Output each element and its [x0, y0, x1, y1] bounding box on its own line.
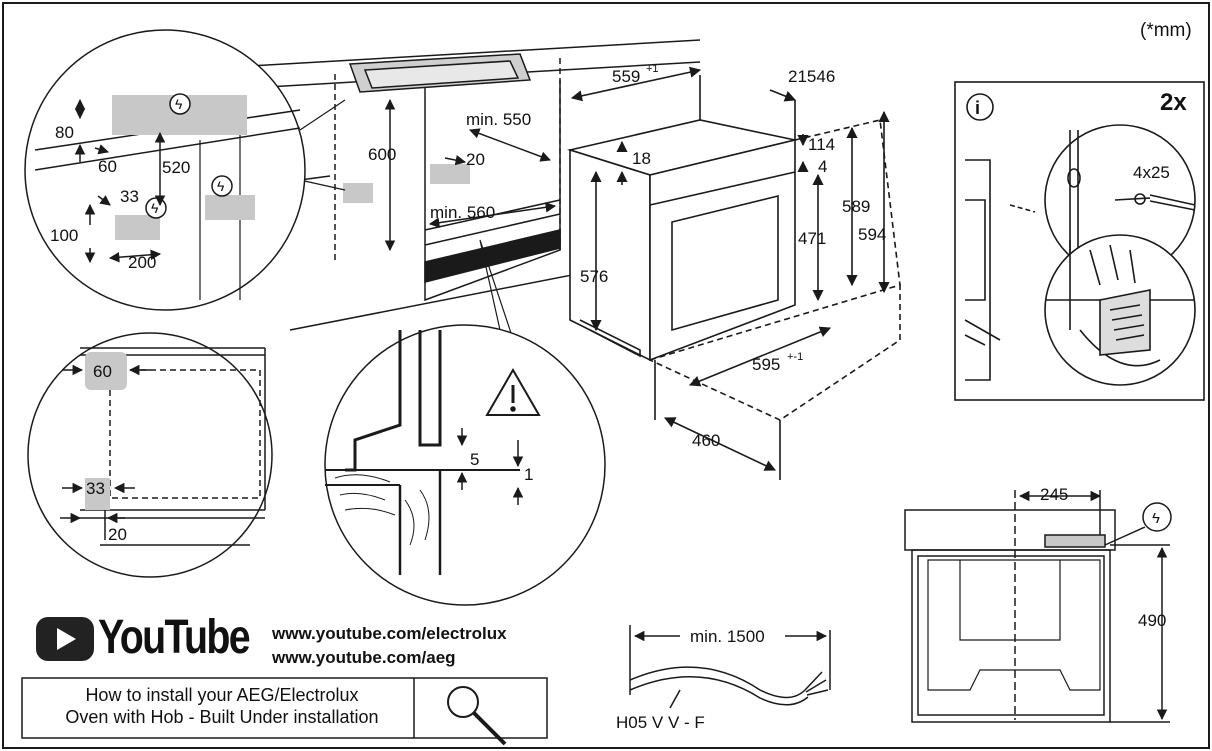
dim-zoom-33: 33 [86, 479, 105, 498]
dim-460: 460 [692, 431, 720, 450]
dim-33: 33 [120, 187, 139, 206]
video-caption-line1: How to install your AEG/Electrolux [85, 685, 359, 705]
dim-gap-1: 1 [524, 465, 533, 484]
dim-114: 114 [808, 135, 835, 154]
dim-80: 80 [55, 123, 74, 142]
dim-520: 520 [162, 158, 190, 177]
cable [629, 625, 831, 709]
cabinet-scene [249, 39, 701, 361]
video-caption-line2: Oven with Hob - Built Under installation [65, 707, 379, 727]
top-left-detail [24, 29, 306, 311]
gap-detail [324, 324, 606, 606]
dim-18: 18 [632, 149, 651, 168]
dim-576: 576 [580, 267, 608, 286]
dim-471: 471 [798, 229, 826, 248]
plinth [424, 229, 561, 283]
video-caption: How to install your AEG/Electrolux Oven … [30, 684, 414, 728]
screw-info-box [954, 81, 1205, 401]
dim-zoom-20: 20 [108, 525, 127, 544]
dim-min550: min. 550 [466, 110, 531, 129]
youtube-url-aeg[interactable]: www.youtube.com/aeg [272, 648, 456, 667]
magnifier-icon [447, 686, 479, 718]
youtube-wordmark: YouTube [98, 611, 251, 664]
bottom-left-detail [27, 332, 273, 578]
dim-4: 4 [818, 157, 827, 176]
play-icon [57, 628, 76, 650]
dim-594: 594 [858, 225, 886, 244]
dim-20-shelf: 20 [466, 150, 485, 169]
youtube-url-electrolux[interactable]: www.youtube.com/electrolux [272, 624, 507, 643]
dim-min560: min. 560 [430, 203, 495, 222]
oven [566, 66, 901, 480]
dim-595-tolerance: +-1 [787, 351, 803, 363]
dim-559-tolerance: +1 [646, 63, 659, 75]
video-caption-box [21, 677, 548, 746]
units-note: (*mm) [1140, 20, 1192, 41]
info-icon: i [975, 98, 980, 118]
dim-595: 595 [752, 355, 780, 374]
dim-100: 100 [50, 226, 78, 245]
screw-size: 4x25 [1133, 163, 1170, 182]
youtube-logo [36, 617, 94, 661]
dim-200: 200 [128, 253, 156, 272]
oven-front-view [904, 490, 1172, 723]
dim-min1500: min. 1500 [690, 627, 765, 646]
dim-21546: 21546 [788, 67, 835, 86]
electric-icon-1: ϟ [175, 96, 183, 112]
screw-count: 2x [1160, 89, 1187, 116]
dim-559: 559 [612, 67, 640, 86]
cable-type: H05 V V - F [616, 713, 705, 732]
dim-600: 600 [368, 145, 396, 164]
dim-589: 589 [842, 197, 870, 216]
electric-icon-3: ϟ [217, 178, 225, 194]
dim-gap-5: 5 [470, 450, 479, 469]
dim-245: 245 [1040, 485, 1068, 504]
electric-connection-icon: ϟ [1152, 510, 1160, 527]
dim-zoom-60: 60 [93, 362, 112, 381]
dim-60: 60 [98, 157, 117, 176]
electric-icon-2: ϟ [151, 200, 159, 216]
dim-490: 490 [1138, 611, 1166, 630]
